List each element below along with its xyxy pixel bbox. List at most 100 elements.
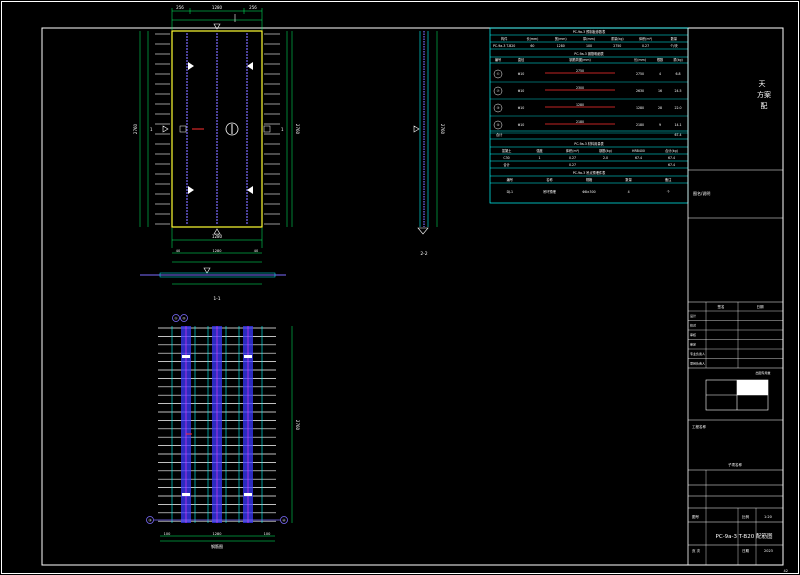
- t2-cell-len: 2180: [636, 123, 644, 127]
- t4-title: PC-9a-3 吊点预埋件表: [573, 170, 606, 175]
- rebar-right-dim: 2760: [295, 420, 300, 431]
- rebar-mark-label-1: ①: [174, 317, 177, 321]
- t2-cell-dim: 1280: [576, 103, 584, 107]
- scale-label: 比例: [742, 514, 750, 519]
- t1-header-cell: 体积(m³): [639, 36, 652, 41]
- t1-cell: 100: [586, 44, 592, 48]
- rebar-bottom-dim-1: 100: [164, 532, 171, 536]
- t3-header-cell: HRB400: [632, 149, 645, 153]
- side-text-3: 配: [761, 102, 768, 110]
- t2-header-cell: 根数: [657, 57, 664, 62]
- rebar-grid-vertical: [171, 326, 263, 523]
- t2-cell-dia: Φ10: [518, 123, 525, 127]
- side-text-2: 方案: [757, 90, 771, 99]
- t3-header-cell: 混凝土: [502, 148, 512, 153]
- t4-cell: 吊环预埋: [543, 189, 557, 194]
- t2-cell-len: 2750: [636, 72, 644, 76]
- t2-cell-id: ①: [497, 72, 500, 76]
- t3-cell: 67.4: [668, 163, 675, 167]
- rebar-mark-label-2: ②: [182, 317, 185, 321]
- t2-cell-id: ④: [497, 123, 500, 127]
- t1-headers: 构件长(mm)宽(mm)厚(mm)重量(kg)体积(m³)数量: [501, 36, 678, 41]
- t3-cell: 67.4: [635, 156, 642, 160]
- t2-cell-id: ②: [497, 89, 500, 93]
- t1-cell: 0.27: [642, 44, 649, 48]
- t1-header-cell: 构件: [501, 36, 508, 41]
- sec11-dim-1: 40: [176, 249, 180, 253]
- t4-header-cell: 名称: [546, 177, 553, 182]
- t4-cell: 4: [628, 190, 630, 194]
- t2-cell-dim: 2750: [576, 69, 584, 73]
- plan-right-ticks: [264, 33, 280, 225]
- side-text-1: 天: [759, 80, 766, 88]
- rebar-mark-1: [172, 314, 180, 322]
- t2-cell-w: 6.8: [675, 72, 680, 76]
- t3-header-cell: 体积(m³): [566, 148, 579, 153]
- t3-header-cell: 强度: [536, 148, 543, 153]
- scale-value: 1:20: [764, 515, 772, 519]
- t2-header-cell: 编号: [495, 57, 501, 62]
- t3-cell: 1: [538, 156, 540, 160]
- section-2-2: 2760 2-2: [413, 31, 445, 257]
- plan-section-mark-right: 1: [281, 127, 284, 132]
- t1-header-cell: 厚(mm): [583, 36, 595, 41]
- rebar-mark-label-3: ③: [148, 519, 151, 523]
- section-1-1: 40 1280 40 1-1: [140, 249, 286, 302]
- t1-header-cell: 重量(kg): [611, 36, 624, 41]
- t3-header-cell: 钢筋(kg): [599, 148, 612, 153]
- t2-cell-dia: Φ10: [518, 89, 525, 93]
- t2-cell-id: ③: [497, 106, 500, 110]
- sec11-dim-3: 40: [254, 249, 258, 253]
- note-label: 图名/说明: [693, 190, 710, 196]
- t2-cell-n: 9: [659, 123, 661, 127]
- t2-cell-n: 16: [658, 89, 662, 93]
- project-label: 工程名称: [692, 424, 706, 429]
- sheet-label: 页 次: [692, 548, 701, 553]
- rebar-plan: ① ② ③ ④ 2760 100 1280 100 钢筋图: [146, 314, 300, 549]
- t1-cell: 2750: [613, 44, 621, 48]
- t2-header-cell: 钢筋简图(mm): [569, 57, 590, 62]
- t3-cell: 0.27: [569, 163, 576, 167]
- rebar-mark-4: [280, 516, 288, 524]
- date-label: 日期: [742, 548, 750, 553]
- t2-cell-w: 22.0: [674, 106, 681, 110]
- t2-cell-w: 14.1: [674, 123, 681, 127]
- t2-cell-n: 28: [658, 106, 662, 110]
- t1-header-cell: 数量: [671, 36, 678, 41]
- t1-title: PC-9a-3 预制板参数表: [573, 29, 606, 34]
- t2-cell-n: 4: [659, 72, 661, 76]
- t4-header-cell: 备注: [665, 177, 672, 182]
- t2-mark-circle: [493, 86, 503, 96]
- t3-title: PC-9a-3 材料用量表: [574, 141, 604, 146]
- t3-cell: C30: [503, 156, 509, 160]
- t2-mark-circle: [493, 120, 503, 130]
- stamp-label: 出图专用章: [755, 370, 770, 375]
- t4-cell: Φ8×300: [582, 190, 595, 194]
- page-number: 42: [784, 569, 788, 573]
- t3-cell: 67.4: [668, 156, 675, 160]
- plan-top-dim-3: 256: [249, 5, 257, 10]
- t4-header-cell: 数量: [625, 177, 632, 182]
- plan-section-mark-left: 1: [150, 127, 153, 132]
- plan-view: 256 1280 256 2760 1: [133, 5, 300, 248]
- rebar-bottom-dim-3: 100: [264, 532, 271, 536]
- t2-cell-dim: 2300: [576, 86, 584, 90]
- t3-header-cell: 合计(kg): [665, 148, 678, 153]
- rebar-mark-3: [146, 516, 154, 524]
- sec22-dim: 2760: [440, 124, 445, 135]
- t2-cell-len: 1280: [636, 106, 644, 110]
- sign-row-label: 审定: [690, 342, 696, 347]
- drawing-title: PC-9a-3 T-B20 配筋图: [716, 532, 773, 540]
- t3-headers: 混凝土 强度 体积(m³) 钢筋(kg) HRB400 合计(kg): [502, 148, 678, 153]
- t3-cell: 2.0: [603, 156, 608, 160]
- plan-top-dim-1: 256: [176, 5, 184, 10]
- sec11-label: 1-1: [213, 296, 220, 302]
